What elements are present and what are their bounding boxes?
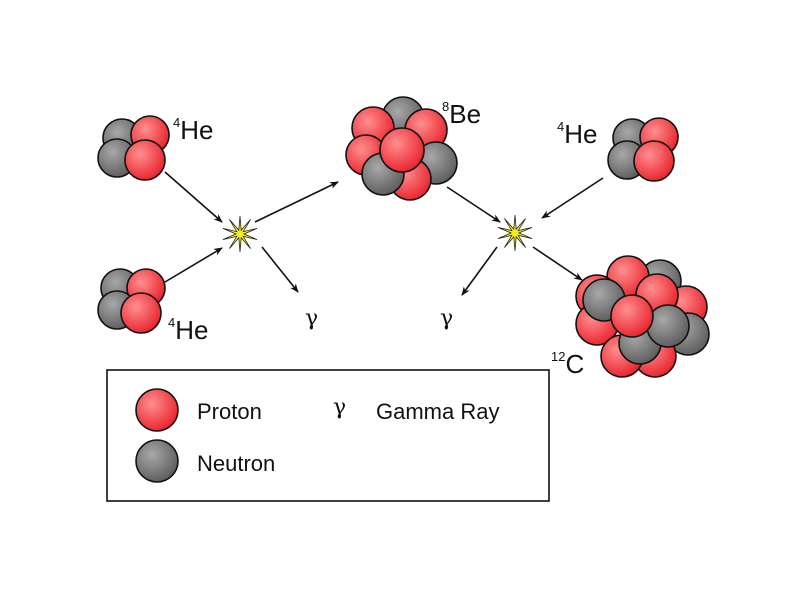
legend-box	[106, 369, 550, 502]
nucleus-be8	[345, 96, 458, 201]
proton-ball	[124, 139, 166, 181]
element-symbol: C	[565, 349, 584, 379]
gamma-label-right: γ	[440, 306, 453, 331]
flash-star-shape	[497, 214, 533, 252]
arrow-icon	[541, 177, 604, 219]
legend-neutron-swatch	[135, 439, 179, 483]
legend: Proton Neutron γ Gamma Ray	[106, 369, 550, 502]
arrow-icon	[532, 246, 583, 281]
legend-proton-swatch	[135, 388, 179, 432]
neutron-ball	[135, 439, 179, 483]
arrow-icon	[461, 246, 498, 296]
nucleus-c12	[575, 255, 710, 378]
mass-number: 12	[551, 349, 565, 364]
proton-ball	[120, 292, 162, 334]
nucleus-he4-right	[607, 117, 679, 182]
legend-proton-label: Proton	[197, 399, 262, 424]
mass-number: 4	[173, 115, 180, 130]
proton-ball	[135, 388, 179, 432]
mass-number: 8	[442, 99, 449, 114]
proton-ball	[379, 127, 425, 173]
element-symbol: He	[175, 315, 208, 345]
he4-top-label: 4He	[173, 115, 213, 145]
arrow-icon	[446, 186, 501, 223]
reaction-arrows	[164, 171, 604, 296]
he4-bottom-label: 4He	[168, 315, 208, 345]
he4-right-label: 4He	[557, 119, 597, 149]
flash-star-icon	[222, 215, 258, 253]
arrow-icon	[261, 246, 299, 293]
element-symbol: He	[564, 119, 597, 149]
arrow-icon	[164, 171, 223, 223]
flash-star-icon	[497, 214, 533, 252]
proton-ball	[610, 294, 654, 338]
flash-star-shape	[222, 215, 258, 253]
legend-gamma-symbol: γ	[333, 395, 346, 420]
legend-neutron-label: Neutron	[197, 451, 275, 476]
c12-label: 12C	[551, 349, 584, 379]
arrow-icon	[164, 247, 223, 283]
mass-number: 4	[557, 119, 564, 134]
neutron-ball	[646, 304, 690, 348]
mass-number: 4	[168, 315, 175, 330]
be8-label: 8Be	[442, 99, 481, 129]
element-symbol: He	[180, 115, 213, 145]
element-symbol: Be	[449, 99, 481, 129]
proton-ball	[633, 140, 675, 182]
nucleus-he4-top	[97, 115, 170, 181]
legend-gamma-label: Gamma Ray	[376, 399, 499, 424]
arrow-icon	[254, 181, 339, 223]
gamma-label-left: γ	[305, 306, 318, 331]
nucleus-he4-bottom	[97, 268, 166, 334]
